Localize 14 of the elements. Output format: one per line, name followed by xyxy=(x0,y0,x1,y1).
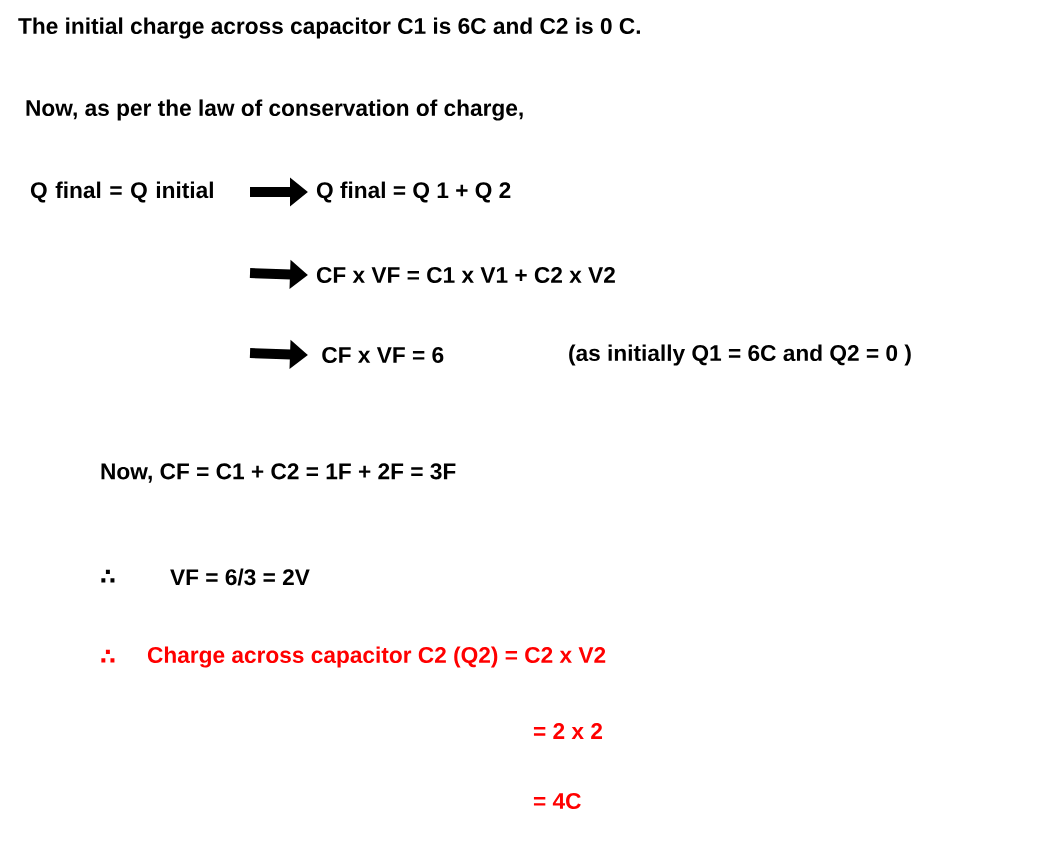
equation-text: Q final = Q initial xyxy=(30,181,213,203)
equation-text: VF = 6/3 = 2V xyxy=(170,568,310,586)
equation-text: = 4C xyxy=(533,792,581,810)
therefore-symbol: ∴ xyxy=(101,649,115,663)
equation-text: CF x VF = C1 x V1 + C2 x V2 xyxy=(316,266,615,284)
label-text: The initial charge across capacitor C1 is 6C and C2 is 0 C. xyxy=(18,17,640,39)
equation-text: CF x VF = 6 xyxy=(322,346,444,364)
note-text: (as initially Q1 = 6C and Q2 = 0 ) xyxy=(569,344,911,366)
label-text: Now, as per the law of conservation of charge, xyxy=(26,99,523,121)
equation-text: Now, CF = C1 + C2 = 1F + 2F = 3F xyxy=(101,463,456,483)
equation-text: Q final = Q 1 + Q 2 xyxy=(316,181,511,203)
equation-text: Charge across capacitor C2 (Q2) = C2 x V2 xyxy=(147,646,606,668)
equation-text: = 2 x 2 xyxy=(533,723,602,739)
therefore-symbol: ∴ xyxy=(101,569,115,583)
